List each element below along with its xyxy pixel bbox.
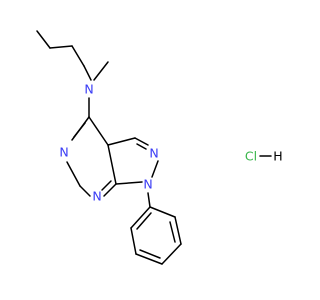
butyl-chain xyxy=(36,30,92,81)
bond-c3a-c3 xyxy=(107,137,136,146)
bond-c4-n5-double xyxy=(73,122,86,138)
pyrimidine-nitrogen-bottom-label: N xyxy=(92,189,101,204)
bond-n5-c6 xyxy=(66,161,81,187)
bond-ph-4-double xyxy=(139,249,161,259)
structure-diagram: N N N N N Cl H xyxy=(36,30,283,265)
bond-ph-3 xyxy=(161,243,182,265)
bond-butyl-4 xyxy=(83,65,92,81)
bond-ph-5 xyxy=(130,227,137,255)
bond-n1-c7a xyxy=(115,181,143,185)
bond-butyl-1 xyxy=(36,30,51,49)
bond-butyl-3 xyxy=(71,45,85,67)
pyrazole-nitrogen-n1-label: N xyxy=(143,177,152,192)
bond-n7-c7a xyxy=(103,183,117,197)
bond-c3-n2 xyxy=(134,137,149,146)
bond-n7-c7a-double xyxy=(101,180,112,191)
bond-butyl-2 xyxy=(49,45,73,49)
amine-nitrogen-label: N xyxy=(84,82,93,97)
bond-n-methyl xyxy=(93,61,109,81)
hydrogen-label: H xyxy=(273,149,282,164)
pyrazole-nitrogen-top-label: N xyxy=(149,146,158,161)
bond-ph-6 xyxy=(130,206,151,229)
bond-c4-c3a xyxy=(88,116,109,146)
chlorine-label: Cl xyxy=(245,149,257,164)
bond-ph-2 xyxy=(174,216,182,245)
phenyl-ring xyxy=(130,206,182,265)
bond-ph-4 xyxy=(135,253,163,265)
bond-c6-n7 xyxy=(79,185,91,197)
pyrimidine-ring xyxy=(66,116,117,197)
bond-ph-1 xyxy=(149,206,176,218)
bond-ph-2-double xyxy=(169,221,176,243)
bond-c7a-c3a xyxy=(107,144,117,185)
bond-ph-6-double xyxy=(136,212,152,230)
bond-n1-phenyl xyxy=(147,192,151,208)
bond-n2-n1 xyxy=(151,160,159,178)
bond-c3-n2-double xyxy=(136,143,147,150)
pyrimidine-nitrogen-top-label: N xyxy=(59,145,68,160)
pyrazole-ring xyxy=(107,137,159,185)
